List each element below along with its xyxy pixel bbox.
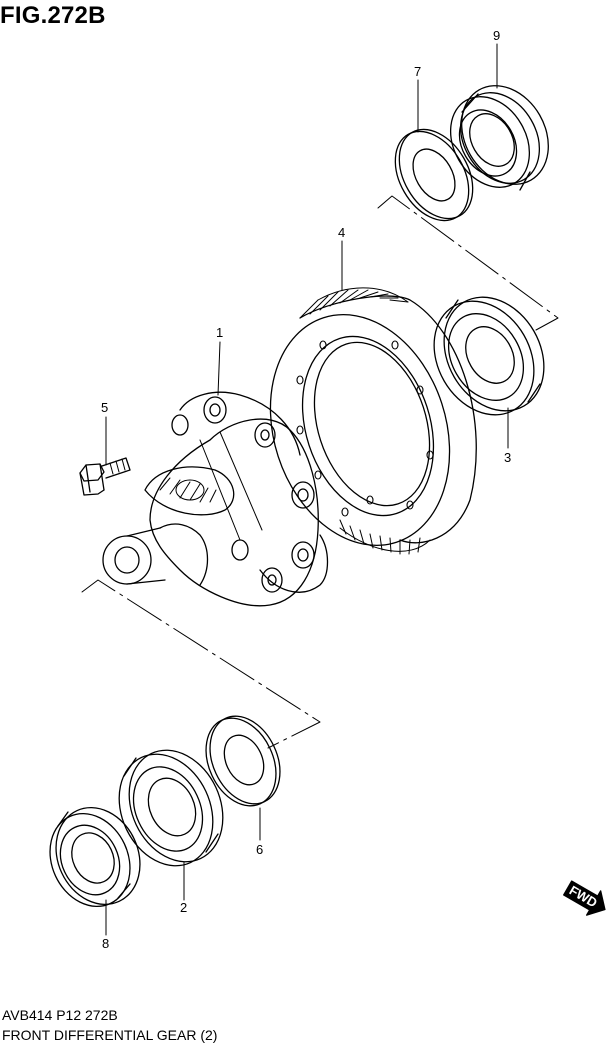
callout-numbers: 1 2 3 4 5 6 7 8 9	[101, 28, 511, 951]
differential-case	[102, 391, 329, 607]
callout-7: 7	[414, 64, 421, 79]
callout-5: 5	[101, 400, 108, 415]
bolt	[79, 457, 131, 496]
bearing-lower	[118, 749, 224, 867]
assembly-axis-lines	[81, 195, 559, 749]
ring-gear	[269, 287, 477, 555]
shim-lower	[205, 715, 281, 807]
fwd-arrow-icon: FWD	[563, 880, 606, 916]
oil-seal-lower	[49, 806, 141, 908]
callout-3: 3	[504, 450, 511, 465]
figure-name: FRONT DIFFERENTIAL GEAR (2)	[2, 1027, 218, 1043]
callout-8: 8	[102, 936, 109, 951]
figure-title: FIG.272B	[0, 2, 106, 29]
leader-lines	[105, 43, 509, 936]
callout-1: 1	[216, 325, 223, 340]
oil-seal-upper	[450, 85, 549, 191]
shim-upper	[394, 128, 474, 222]
callout-4: 4	[338, 225, 345, 240]
bearing-right	[433, 296, 545, 416]
callout-2: 2	[180, 900, 187, 915]
callout-6: 6	[256, 842, 263, 857]
figure-code: AVB414 P12 272B	[2, 1007, 118, 1023]
callout-9: 9	[493, 28, 500, 43]
